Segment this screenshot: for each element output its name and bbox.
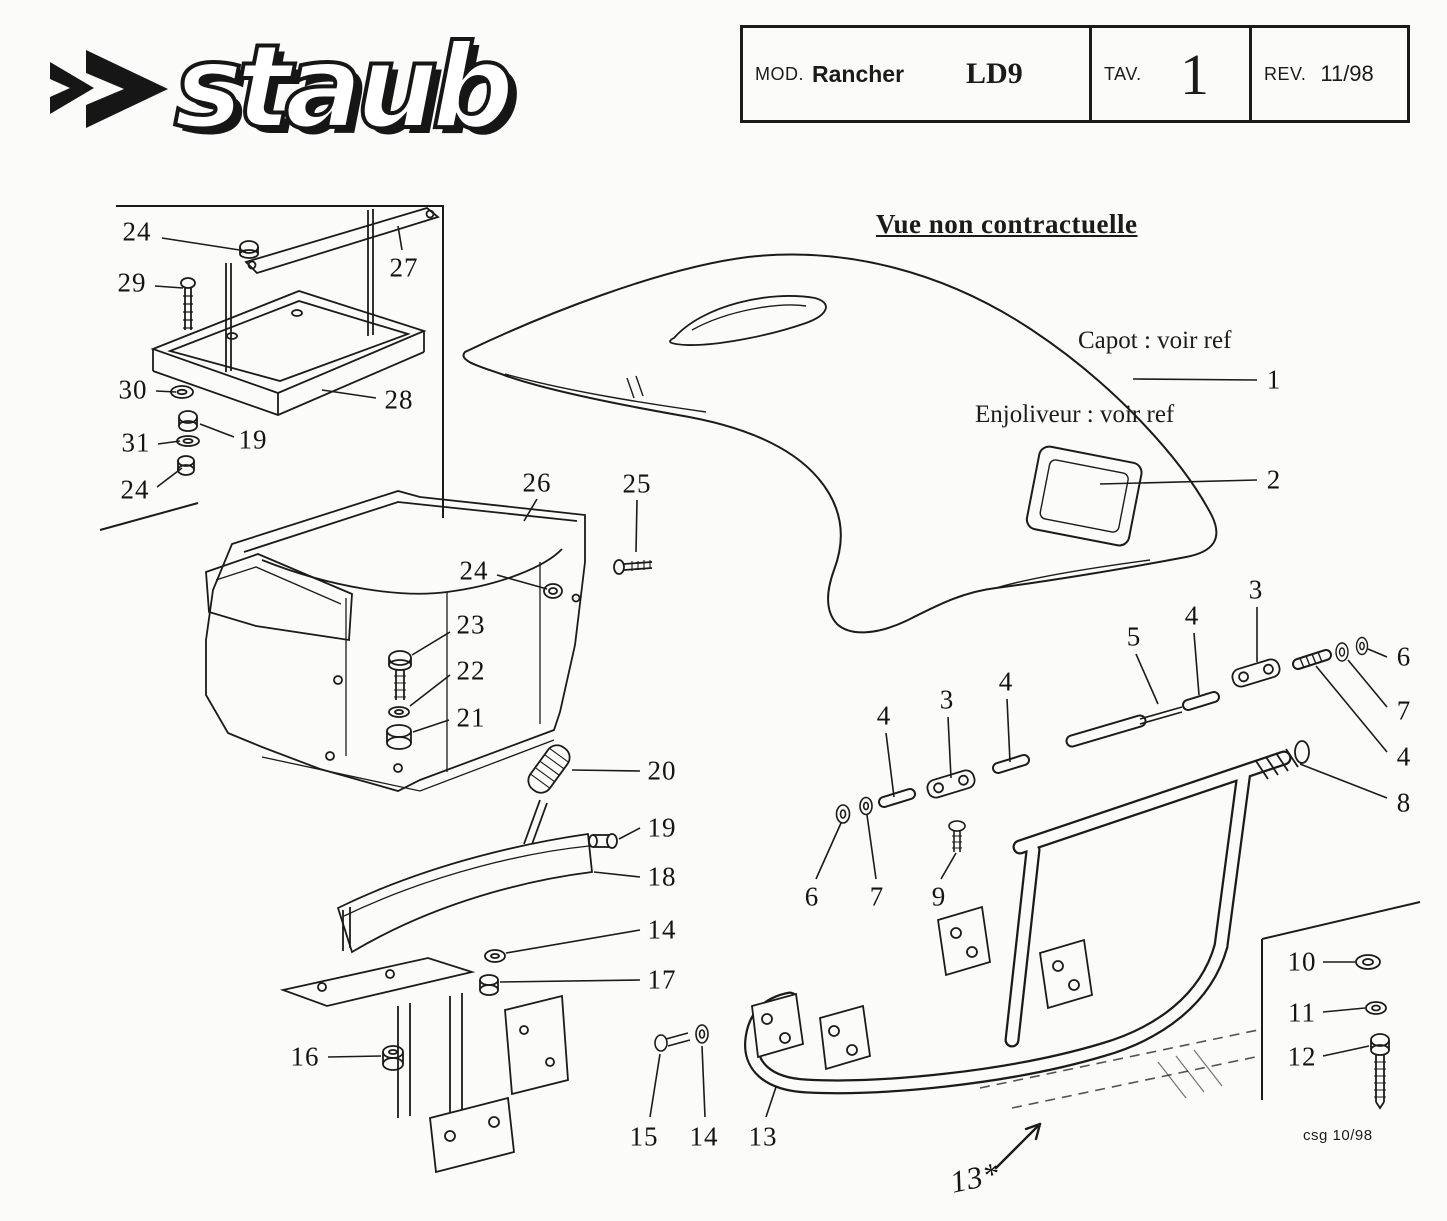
title-block: MOD. Rancher LD9 TAV. 1 REV. 11/98 — [740, 25, 1410, 123]
dash-housing-assembly — [205, 490, 653, 849]
brand-text: staub — [174, 20, 510, 155]
part-callout: 1 — [1266, 364, 1282, 395]
disclaimer-heading: Vue non contractuelle — [876, 209, 1138, 239]
part-callout: 10 — [1287, 946, 1317, 977]
tav-label: TAV. — [1104, 63, 1142, 84]
part-callout: 24 — [120, 474, 150, 505]
part-callout: 4 — [876, 700, 892, 731]
part-callout: 3 — [1248, 574, 1264, 605]
part-callout: 7 — [1396, 695, 1412, 726]
part-callout: 2 — [1266, 464, 1282, 495]
part-callout: 14 — [689, 1121, 719, 1152]
part-callout: 22 — [456, 655, 486, 686]
part-callout: 24 — [122, 216, 152, 247]
part-callout: 28 — [384, 384, 414, 415]
part-callout: 14 — [647, 914, 677, 945]
title-block-table-cell: TAV. 1 — [1092, 28, 1252, 120]
capot-note: Capot : voir ref — [1078, 327, 1232, 354]
part-callout: 26 — [522, 467, 552, 498]
model-name: Rancher — [812, 60, 905, 87]
part-callout: 13 — [748, 1121, 778, 1152]
part-callout: 5 — [1126, 621, 1142, 652]
part-callout: 19 — [647, 812, 677, 843]
part-callout: 27 — [389, 252, 419, 283]
part-callout: 15 — [629, 1121, 659, 1152]
part-callout: 9 — [931, 881, 947, 912]
enjoliveur-note: Enjoliveur : voir ref — [975, 401, 1175, 428]
part-callout: 11 — [1288, 997, 1316, 1028]
part-callout: 25 — [622, 468, 652, 499]
frame-lines — [99, 205, 1421, 1100]
part-callout: 7 — [869, 881, 885, 912]
model-code: LD9 — [966, 57, 1023, 90]
part-callout: 8 — [1396, 787, 1412, 818]
mod-label: MOD. — [755, 63, 804, 84]
part-callout: 4 — [998, 666, 1014, 697]
part-callout: 30 — [118, 374, 148, 405]
part-callout: 4 — [1396, 741, 1412, 772]
rev-label: REV. — [1264, 63, 1307, 84]
part-callout: 3 — [939, 684, 955, 715]
part-callout: 19 — [238, 424, 268, 455]
part-callout: 29 — [117, 267, 147, 298]
part-callout: 18 — [647, 861, 677, 892]
part-callout: 6 — [1396, 641, 1412, 672]
tav-value: 1 — [1180, 41, 1209, 107]
part-callout: 21 — [456, 702, 486, 733]
part-callout: 6 — [804, 881, 820, 912]
staub-logo: staub staub — [50, 18, 524, 161]
part-callout: 12 — [1287, 1041, 1317, 1072]
ground-sketch-lines — [979, 1029, 1261, 1109]
footer-code: csg 10/98 — [1303, 1127, 1373, 1144]
title-block-model-cell: MOD. Rancher LD9 — [743, 28, 1092, 120]
part-callout: 31 — [121, 427, 151, 458]
rev-value: 11/98 — [1320, 61, 1374, 86]
hood-drawing — [462, 253, 1218, 634]
part-callout: 16 — [290, 1041, 320, 1072]
part-callout: 20 — [647, 755, 677, 786]
title-block-revision-cell: REV. 11/98 — [1252, 28, 1407, 120]
part-callout: 23 — [456, 609, 486, 640]
part-callout: 4 — [1184, 600, 1200, 631]
bracket-base-assembly — [279, 832, 593, 1174]
battery-tray-assembly — [150, 207, 440, 476]
bumper-assembly — [654, 636, 1390, 1170]
part-callout: 17 — [647, 964, 677, 995]
brand-shadow-text: staub — [181, 26, 517, 161]
part-callout: 24 — [459, 555, 489, 586]
